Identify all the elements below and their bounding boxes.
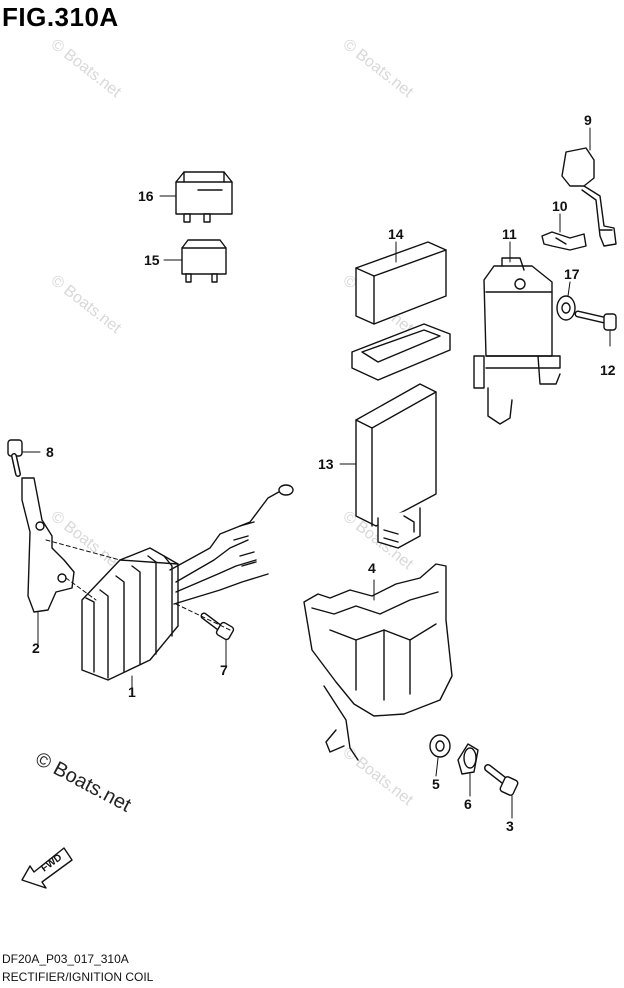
callout-16: 16 bbox=[138, 188, 154, 204]
callout-4: 4 bbox=[368, 560, 376, 576]
callout-14: 14 bbox=[388, 226, 404, 242]
rectifier-part bbox=[81, 484, 294, 681]
holder-part bbox=[303, 563, 453, 761]
figure-title: FIG.310A bbox=[2, 2, 119, 32]
fwd-arrow-icon: FWD bbox=[21, 847, 73, 889]
callout-5: 5 bbox=[432, 776, 440, 792]
plug-cap-part bbox=[561, 147, 617, 247]
screw-7-part bbox=[200, 612, 235, 641]
callout-9: 9 bbox=[584, 112, 592, 128]
figure-code: DF20A_P03_017_310A bbox=[2, 952, 129, 966]
callout-6: 6 bbox=[464, 796, 472, 812]
washer-part bbox=[556, 295, 576, 321]
clip-part bbox=[541, 231, 587, 251]
leader-lines bbox=[21, 127, 611, 819]
ignition-coil-part bbox=[473, 257, 561, 425]
callout-8: 8 bbox=[46, 444, 54, 460]
stay-part bbox=[21, 477, 75, 613]
callout-10: 10 bbox=[552, 198, 568, 214]
callout-7: 7 bbox=[220, 662, 228, 678]
figure-name: RECTIFIER/IGNITION COIL bbox=[2, 970, 154, 984]
callout-1: 1 bbox=[128, 684, 136, 700]
grommet-5-part bbox=[429, 734, 451, 758]
relay-small-part bbox=[181, 239, 227, 283]
callout-15: 15 bbox=[144, 252, 160, 268]
callout-3: 3 bbox=[506, 818, 514, 834]
bolt-12-part bbox=[574, 310, 617, 331]
bolt-8-part bbox=[7, 439, 23, 477]
callout-12: 12 bbox=[600, 362, 616, 378]
collar-6-part bbox=[457, 743, 479, 775]
cover-part bbox=[351, 241, 451, 381]
bolt-3-part bbox=[484, 764, 519, 796]
ecu-part bbox=[355, 383, 437, 549]
relay-large-part bbox=[175, 171, 233, 223]
callout-2: 2 bbox=[32, 640, 40, 656]
callout-11: 11 bbox=[502, 226, 517, 242]
callout-13: 13 bbox=[318, 456, 334, 472]
callout-17: 17 bbox=[564, 266, 580, 282]
